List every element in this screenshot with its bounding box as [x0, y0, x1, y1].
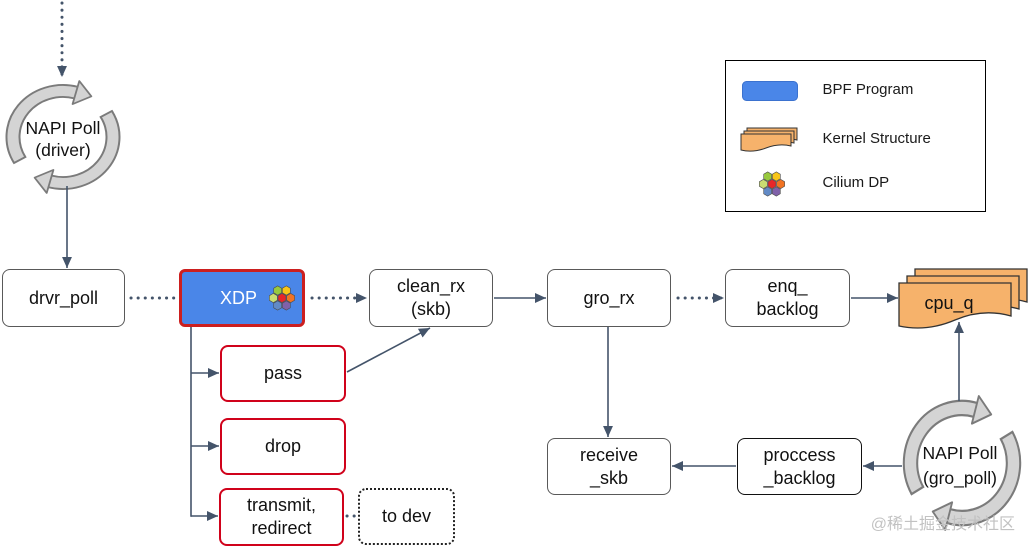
to-dev-label: to dev: [381, 506, 432, 526]
legend-item-bpf-program-label: BPF Program: [822, 80, 914, 98]
transmit-redirect-line2: redirect: [251, 518, 312, 538]
cpu-q-front-sheet: [898, 282, 1012, 329]
gro-rx-node: gro_rx: [547, 269, 671, 327]
xdp-node: XDP: [179, 269, 305, 327]
cilium-icon: [269, 285, 295, 311]
cilium-icon: [758, 171, 785, 196]
gro-rx-label: gro_rx: [583, 287, 635, 308]
receive-skb-line1: receive: [579, 444, 639, 465]
napi-poll-driver-line1: NAPI Poll: [25, 118, 101, 138]
enq-backlog-node: enq_ backlog: [725, 269, 850, 327]
to-dev-node: to dev: [358, 488, 455, 545]
napi-poll-driver-label: NAPI Poll (driver): [13, 117, 113, 161]
cpu-q-label: cpu_q: [924, 293, 974, 313]
bpf-program-swatch: [741, 80, 798, 101]
napi-poll-gro-poll-line2: (gro_poll): [923, 468, 997, 488]
enq-backlog-line2: backlog: [756, 299, 819, 319]
receive-skb-node: receive _skb: [547, 438, 671, 495]
clean-rx-line2: (skb): [411, 299, 451, 319]
arrow-pass-to-clean-rx: [346, 327, 431, 373]
legend-item-kernel-structure-label: Kernel Structure: [822, 129, 931, 147]
drop-label: drop: [264, 436, 302, 456]
proccess-backlog-node: proccess _backlog: [737, 438, 862, 495]
clean-rx-node: clean_rx (skb): [369, 269, 493, 327]
napi-poll-driver-line2: (driver): [35, 140, 91, 160]
napi-poll-gro-poll-label: NAPI Poll (gro_poll): [905, 441, 1015, 491]
drop-node: drop: [220, 418, 346, 475]
legend-item-cilium-dp-label: Cilium DP: [822, 173, 890, 191]
receive-skb-line2: _skb: [589, 467, 629, 488]
proccess-backlog-line1: proccess: [763, 444, 836, 465]
enq-backlog-line1: enq_: [767, 276, 808, 296]
napi-poll-gro-poll-line1: NAPI Poll: [922, 443, 998, 463]
watermark: @稀土掘金技术社区: [870, 516, 1015, 533]
transmit-redirect-node: transmit, redirect: [219, 488, 344, 546]
cpu-q-stack-shape: [898, 268, 1028, 329]
kernel-structure-stack-icon: [740, 127, 797, 152]
clean-rx-line1: clean_rx: [396, 276, 466, 296]
xdp-label: XDP: [220, 287, 258, 308]
connectors: [57, 1, 964, 521]
pass-label: pass: [263, 363, 303, 383]
pass-node: pass: [220, 345, 346, 402]
transmit-redirect-line1: transmit,: [246, 495, 316, 515]
drvr-poll-node: drvr_poll: [2, 269, 125, 327]
legend: BPF Program Kernel Structure Cilium DP: [725, 60, 986, 212]
drvr-poll-label: drvr_poll: [28, 287, 99, 308]
proccess-backlog-line2: _backlog: [763, 467, 836, 488]
